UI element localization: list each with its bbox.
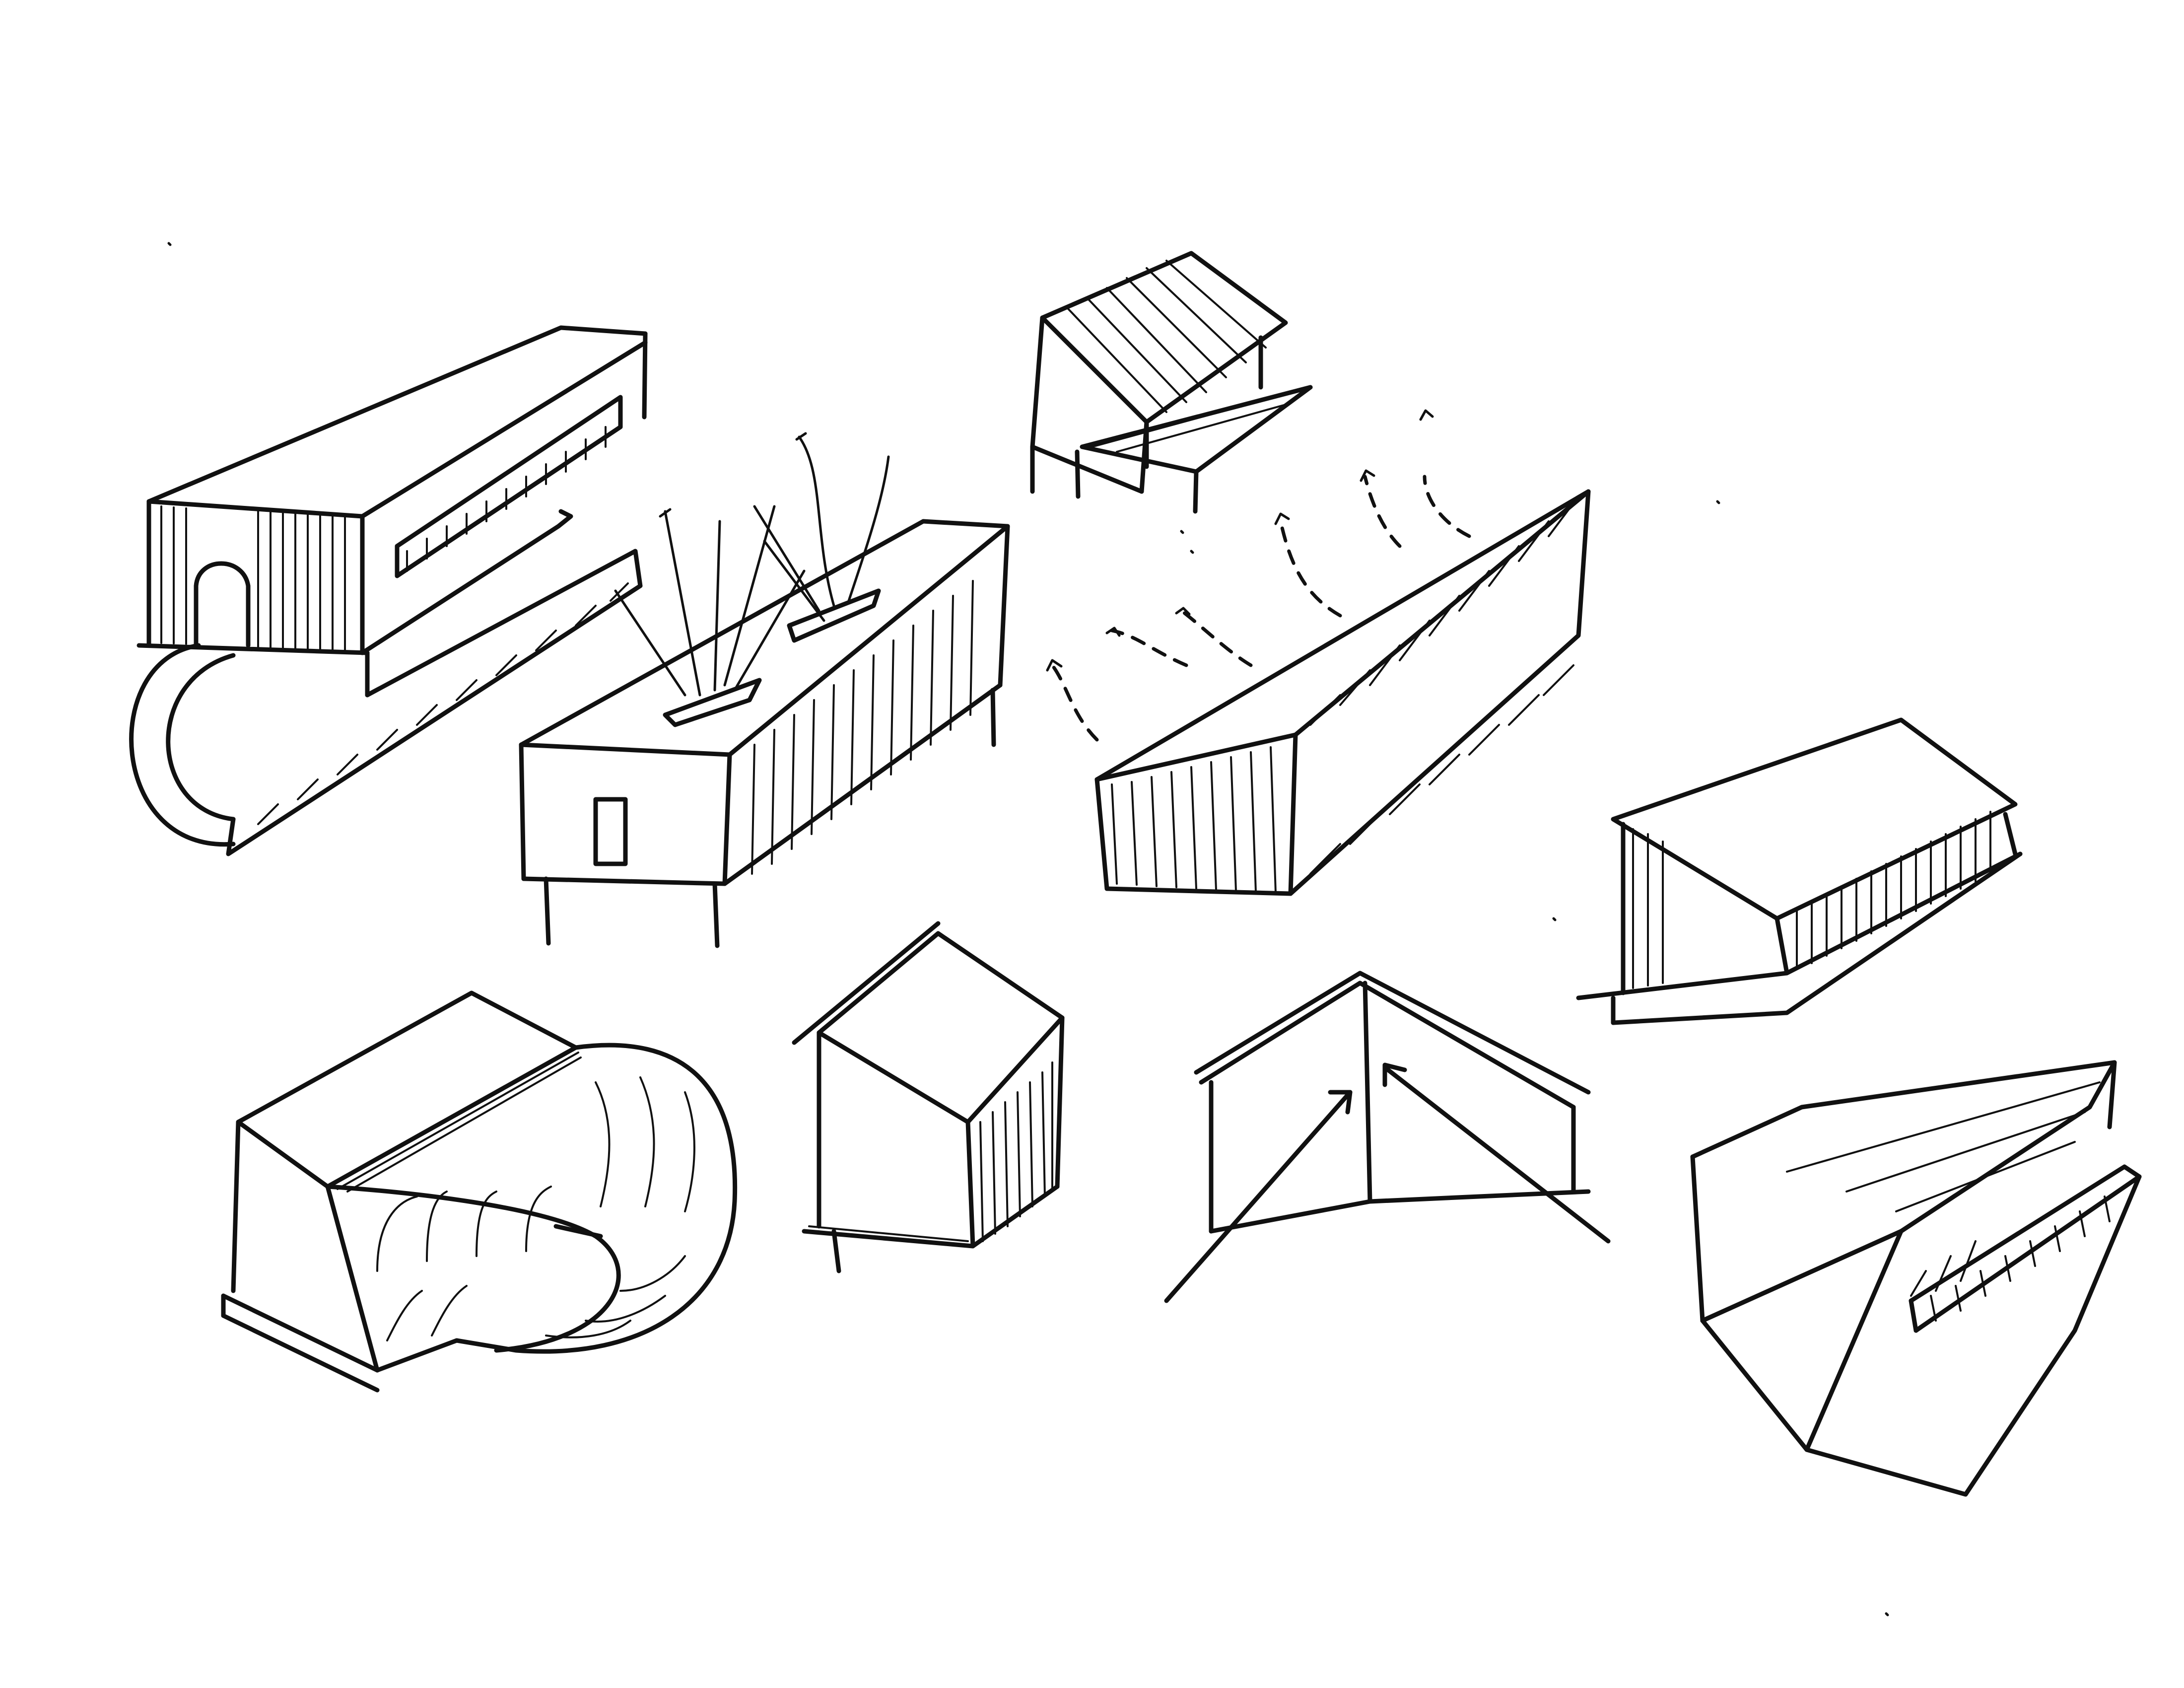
sketch-elevated-bar-hatching bbox=[751, 580, 974, 875]
sketch-airflow-arrowheads bbox=[1046, 409, 1434, 672]
sketch-tapered-prism-steps bbox=[1786, 1081, 2111, 1322]
sketch-box-spiral-ramp bbox=[221, 990, 738, 1393]
sketch-spiral-hatching bbox=[327, 1047, 695, 1341]
sketch-elevated-bar-skylights bbox=[519, 519, 1010, 948]
sketch-open-gable-hatching bbox=[1066, 260, 1311, 453]
sketch-long-bar-hatching bbox=[1111, 495, 1579, 894]
sketch-open-gable-pavilion bbox=[1030, 251, 1313, 514]
sketch-gable-arrows bbox=[1164, 971, 1611, 1303]
sketch-s-bar-hatching bbox=[160, 426, 629, 825]
sketch-pitched-block-hatching bbox=[803, 1061, 1053, 1247]
sketch-elevated-bar-rays bbox=[614, 432, 890, 697]
stray-dots bbox=[167, 242, 1889, 1617]
sketch-s-bar-ramp bbox=[129, 325, 648, 856]
sketch-lean-to-plinth bbox=[1576, 717, 2023, 1025]
sketch-airflow-arrows bbox=[1050, 475, 1471, 742]
sketch-tapered-prism bbox=[1690, 1060, 2142, 1497]
sketch-pitched-block bbox=[792, 921, 1065, 1273]
sketch-lean-to-hatching bbox=[1632, 811, 1991, 989]
